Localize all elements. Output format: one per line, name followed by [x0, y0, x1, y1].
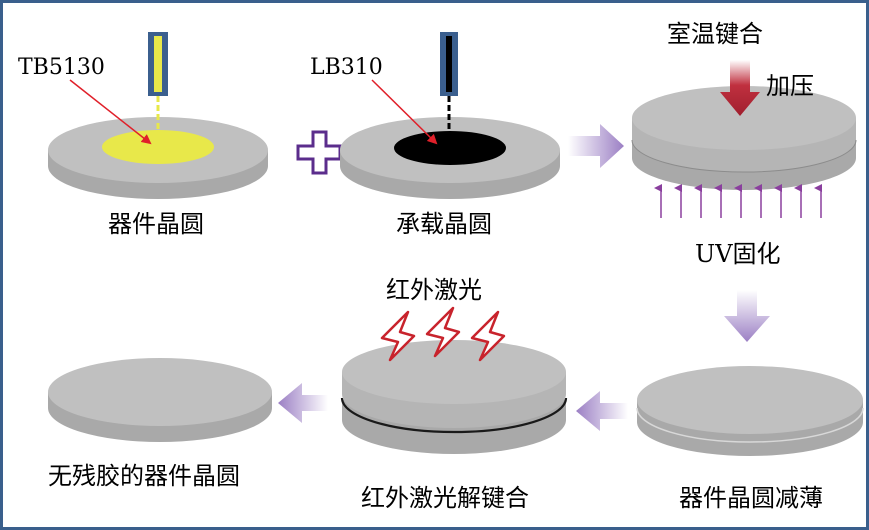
device-wafer-step: TB5130 器件晶圆 [18, 32, 268, 238]
lb310-dispenser-core [446, 36, 452, 92]
flow-arrow-to-final [278, 383, 328, 423]
laser-bolt-icon [470, 310, 506, 362]
ir-laser-label: 红外激光 [386, 276, 482, 304]
lb310-layer [394, 131, 506, 165]
residue-free-wafer-label: 无残胶的器件晶圆 [48, 462, 240, 490]
room-temp-bonding-label: 室温键合 [667, 20, 763, 48]
final-wafer-top [48, 358, 272, 426]
tb5130-pointer [69, 79, 152, 145]
laser-bolt-icon [380, 310, 416, 362]
pressure-label: 加压 [766, 72, 814, 100]
debond-separation-line [340, 397, 568, 434]
bonding-step: 室温键合 加压 UV固化 [631, 20, 857, 268]
laser-bolt-icon [425, 306, 461, 358]
carrier-wafer-label: 承载晶圆 [396, 210, 492, 238]
flow-arrow-to-bonding [568, 124, 624, 168]
flow-arrow-to-thinning [724, 290, 770, 342]
tb5130-adhesive-layer [102, 130, 214, 164]
thinning-step: 器件晶圆减薄 [636, 366, 864, 512]
pressure-arrow-icon [720, 60, 760, 116]
uv-arrows [654, 184, 822, 218]
ir-laser-debond-label: 红外激光解键合 [361, 484, 529, 512]
lb310-pointer [371, 79, 438, 145]
device-wafer-label: 器件晶圆 [108, 210, 204, 238]
debond-top [342, 340, 566, 404]
uv-cure-label: UV固化 [695, 240, 781, 268]
debond-step: 红外激光 红外激光解键合 [340, 276, 568, 512]
bond-seam [631, 139, 857, 173]
lb310-label: LB310 [310, 55, 383, 80]
carrier-wafer-step: LB310 承载晶圆 [310, 32, 560, 238]
flow-arrow-to-debond [576, 391, 628, 431]
tb5130-dispenser-core [154, 36, 162, 92]
wafer-thinning-label: 器件晶圆减薄 [679, 484, 823, 512]
bonded-stack-top [632, 86, 856, 150]
tb5130-label: TB5130 [18, 55, 105, 80]
thinned-stack-seam [636, 407, 864, 443]
thinned-stack-top [637, 366, 863, 434]
final-wafer-step: 无残胶的器件晶圆 [48, 358, 272, 490]
plus-icon [296, 130, 342, 175]
